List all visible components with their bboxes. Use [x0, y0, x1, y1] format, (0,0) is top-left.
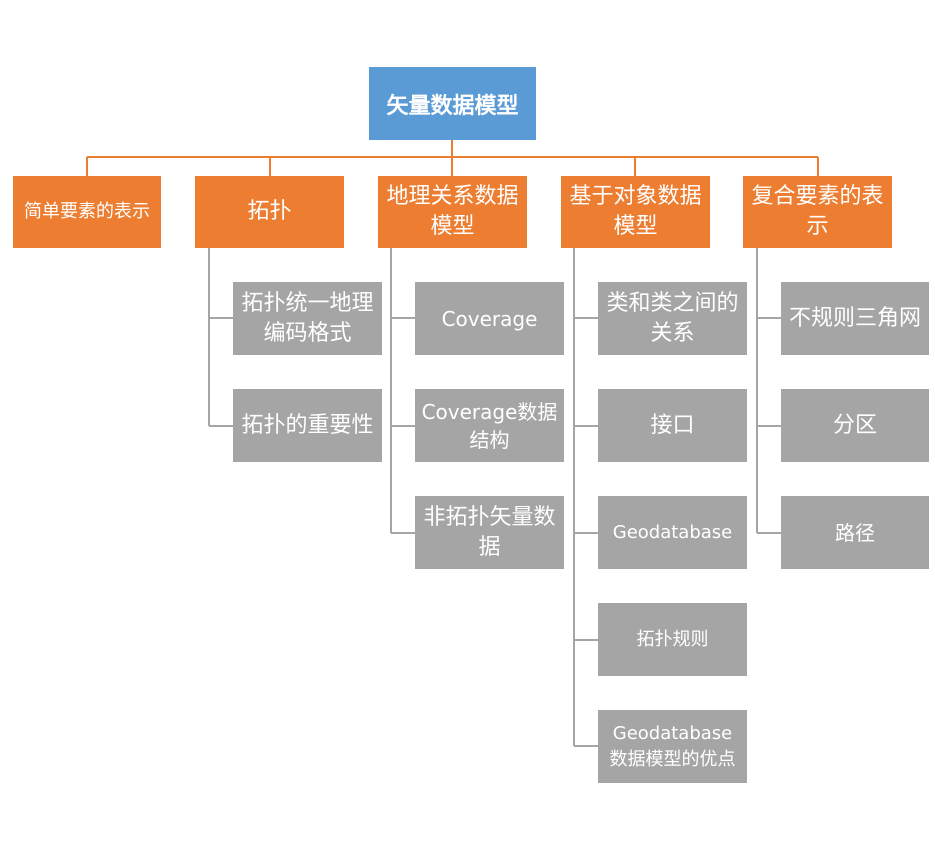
leaf-regions: 分区	[781, 389, 929, 462]
leaf-topology-rules: 拓扑规则	[598, 603, 747, 676]
leaf-connectors	[208, 248, 781, 747]
category-topology: 拓扑	[195, 176, 344, 248]
root-node: 矢量数据模型	[369, 67, 536, 140]
category-composite-features: 复合要素的表示	[743, 176, 892, 248]
leaf-topology-unified-geocoding: 拓扑统一地理编码格式	[233, 282, 382, 355]
leaf-coverage-data-structure: Coverage数据结构	[415, 389, 564, 462]
leaf-geodatabase-advantages: Geodatabase数据模型的优点	[598, 710, 747, 783]
leaf-topology-importance: 拓扑的重要性	[233, 389, 382, 462]
category-simple-features: 简单要素的表示	[13, 176, 161, 248]
leaf-tin: 不规则三角网	[781, 282, 929, 355]
leaf-interface: 接口	[598, 389, 747, 462]
category-georelational-model: 地理关系数据模型	[378, 176, 527, 248]
category-object-based-model: 基于对象数据模型	[561, 176, 710, 248]
root-connectors	[86, 140, 819, 176]
leaf-geodatabase: Geodatabase	[598, 496, 747, 569]
leaf-coverage: Coverage	[415, 282, 564, 355]
leaf-non-topological-vector: 非拓扑矢量数据	[415, 496, 564, 569]
leaf-routes: 路径	[781, 496, 929, 569]
leaf-class-relationships: 类和类之间的关系	[598, 282, 747, 355]
